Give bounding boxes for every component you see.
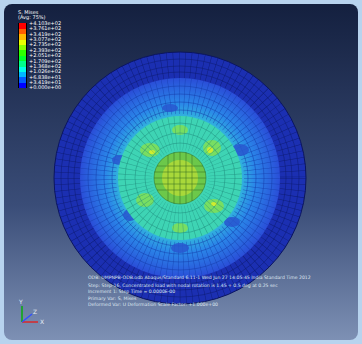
legend-row: +0.000e+00 <box>18 85 46 90</box>
axis-label: Y <box>19 298 23 305</box>
axis-label: Z <box>33 308 37 315</box>
axis-label: X <box>40 318 44 325</box>
contour-legend: S, Mises(Avg: 75%)+4.103e+02+3.761e+02+3… <box>18 10 46 91</box>
info-line: Deformed Var: U Deformation Scale Factor… <box>88 302 311 308</box>
info-line: Primary Var: S, Mises <box>88 296 311 302</box>
info-line: Increment 1: Step Time = 0.0000E-00 <box>88 289 311 295</box>
info-block: ODB: UMPNPB-ODB.odb Abaqus/Standard 6.11… <box>88 275 311 308</box>
info-line: Step: Step-16, Concentrated load with no… <box>88 283 311 289</box>
color-swatch <box>18 83 27 88</box>
info-line: ODB: UMPNPB-ODB.odb Abaqus/Standard 6.11… <box>88 275 311 281</box>
legend-value: +0.000e+00 <box>29 85 61 90</box>
